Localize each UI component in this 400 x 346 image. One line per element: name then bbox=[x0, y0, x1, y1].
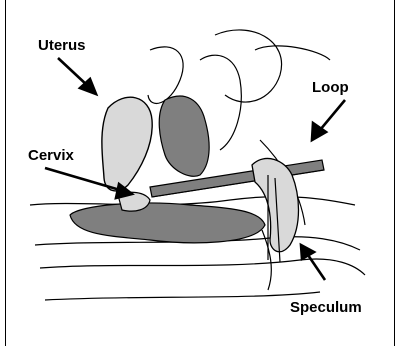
label-cervix: Cervix bbox=[28, 148, 74, 163]
sacrum-line bbox=[255, 46, 330, 60]
bladder-outline bbox=[148, 47, 183, 104]
loop-arrow bbox=[320, 100, 345, 130]
vaginal-floor-line bbox=[30, 197, 355, 205]
uterus-arrow bbox=[58, 58, 88, 86]
speculum-arrowhead bbox=[301, 245, 314, 259]
label-loop: Loop bbox=[312, 80, 349, 95]
uterine-cavity bbox=[159, 96, 209, 176]
label-speculum: Speculum bbox=[290, 300, 362, 315]
speculum-shape bbox=[252, 158, 299, 262]
posterior-cavity bbox=[70, 203, 265, 243]
rectum-outline bbox=[215, 30, 282, 102]
label-uterus: Uterus bbox=[38, 38, 86, 53]
uterus-body bbox=[102, 97, 152, 191]
buttock-line-2 bbox=[45, 292, 320, 300]
